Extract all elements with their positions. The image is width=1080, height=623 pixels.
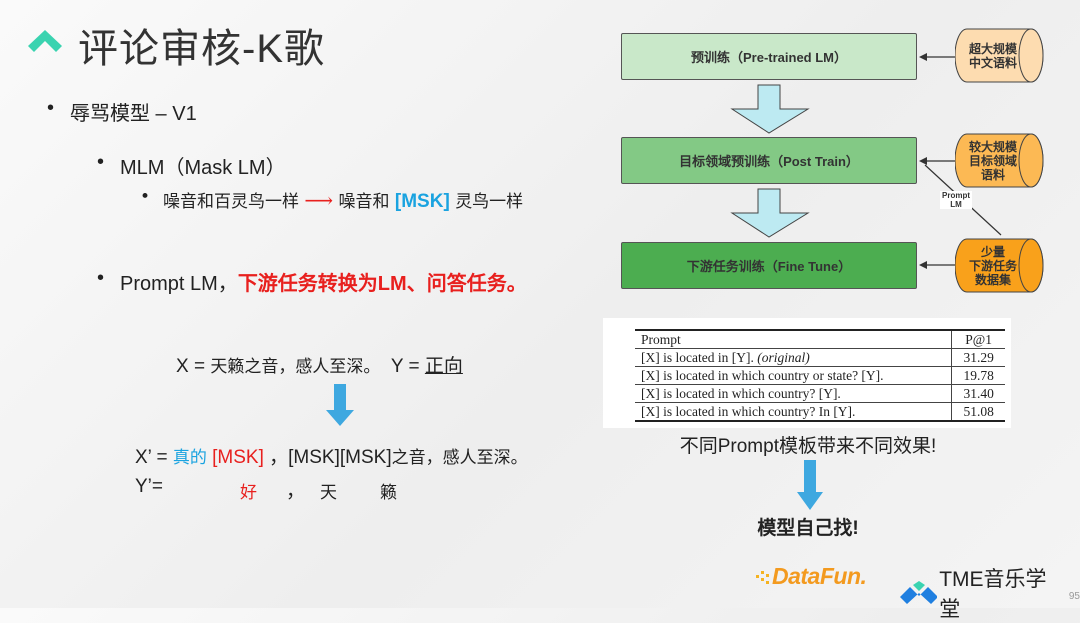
- prompt-lm-highlight: 下游任务转换为LM、问答任务。: [237, 273, 527, 295]
- mask-token: [MSK]: [394, 191, 450, 212]
- source-cylinder-1: 超大规模中文语料: [955, 28, 1045, 83]
- bullet-mlm: MLM（Mask LM）: [97, 151, 286, 180]
- x-label: X =: [176, 356, 211, 377]
- source-cylinder-2: 较大规模目标领域语料: [955, 133, 1045, 188]
- conclusion: 模型自己找!: [757, 518, 859, 539]
- mask-token-red: [MSK]: [212, 447, 264, 468]
- source-cylinder-3: 少量下游任务数据集: [955, 238, 1045, 293]
- table-row: [X] is located in [Y]. (original)31.29: [635, 348, 1005, 367]
- stage-arrow-icon: [730, 84, 810, 134]
- masked-sentence-a: 噪音和: [338, 192, 390, 212]
- arrow-icon: ⟶: [304, 188, 334, 212]
- page-title: 评论审核-K歌: [78, 27, 325, 71]
- xp-label: X’ =: [135, 447, 173, 468]
- stage-pretrain: 预训练（Pre-trained LM）: [621, 33, 917, 80]
- datafun-dots-icon: [756, 570, 769, 584]
- table-row: [X] is located in which country? [Y].31.…: [635, 384, 1005, 403]
- yp-token-3: 天: [320, 483, 337, 503]
- table-row: [X] is located in which country? In [Y].…: [635, 402, 1005, 421]
- prompt-lm-label: Prompt LM，: [120, 273, 238, 295]
- yp-token-1: 好: [240, 483, 257, 503]
- down-arrow-icon: [797, 460, 823, 510]
- masked-sentence-b: 灵鸟一样: [455, 192, 524, 212]
- stage-post-train: 目标领域预训练（Post Train）: [621, 137, 917, 184]
- page-number: 95: [1068, 590, 1080, 602]
- example-input: X = 天籁之音，感人至深。 Y = 正向: [176, 351, 463, 378]
- original-sentence: 噪音和百灵鸟一样: [163, 192, 299, 212]
- mask-tokens: ，[MSK][MSK]: [269, 447, 392, 468]
- y-label: Y =: [390, 356, 425, 377]
- example-prompt-input: X’ = 真的 [MSK] ，[MSK][MSK]之音，感人至深。: [135, 442, 528, 469]
- datafun-logo: DataFun.: [756, 563, 867, 590]
- down-arrow-icon: [326, 384, 354, 426]
- tme-logo-icon: [900, 581, 938, 604]
- xp-rest: 之音，感人至深。: [391, 448, 528, 468]
- y-value: 正向: [424, 356, 463, 377]
- bullet-prompt-lm: Prompt LM，下游任务转换为LM、问答任务。: [97, 267, 527, 296]
- bullet-mlm-example: 噪音和百灵鸟一样 ⟶ 噪音和 [MSK] 灵鸟一样: [140, 187, 524, 213]
- yp-token-2: ，: [286, 481, 306, 502]
- table-row: [X] is located in which country or state…: [635, 366, 1005, 385]
- yp-label: Y’=: [135, 476, 163, 497]
- bullet-model: 辱骂模型 – V1: [47, 97, 197, 126]
- table-caption: 不同Prompt模板带来不同效果!: [679, 436, 937, 457]
- title-chevron-icon: [28, 30, 62, 52]
- x-text: 天籁之音，感人至深。: [210, 357, 381, 377]
- prompt-words: 真的: [172, 448, 207, 468]
- stage-arrow-icon: [730, 188, 810, 238]
- tme-logo: TME音乐学堂 95: [900, 563, 1080, 623]
- stage-fine-tune: 下游任务训练（Fine Tune）: [621, 242, 917, 289]
- yp-token-4: 籁: [380, 483, 397, 503]
